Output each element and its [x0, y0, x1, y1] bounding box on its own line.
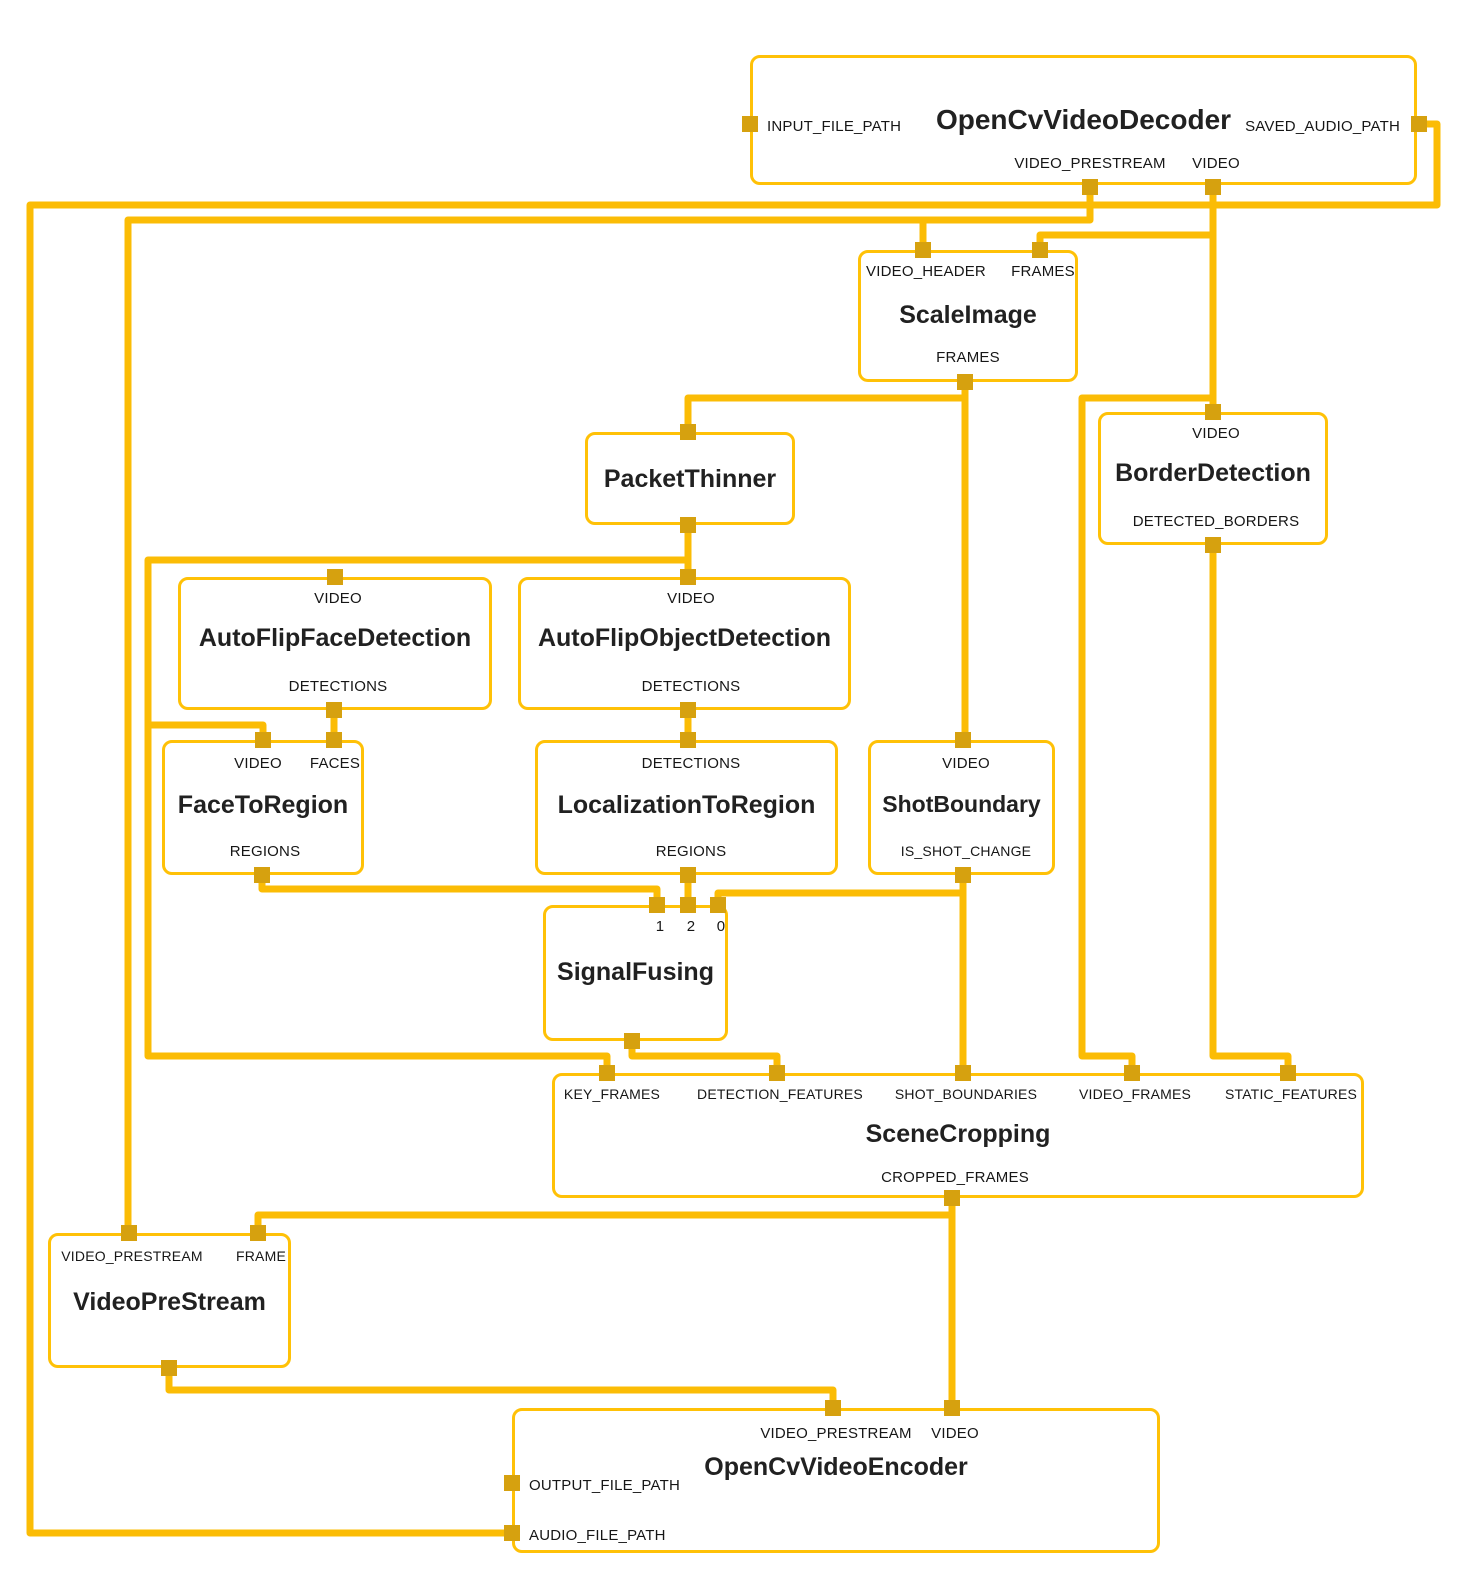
video-pre-stream-video-prestream-label: VIDEO_PRESTREAM: [61, 1248, 203, 1264]
scale-image-title: ScaleImage: [899, 301, 1037, 329]
scene-cropping-video-frames-label: VIDEO_FRAMES: [1078, 1086, 1192, 1102]
scale-image-frames-out-label: FRAMES: [936, 349, 1000, 366]
encoder-audio-file-path-label: AUDIO_FILE_PATH: [529, 1527, 666, 1544]
object-detection-video-label: VIDEO: [667, 590, 715, 607]
shot-boundary-video-label: VIDEO: [942, 755, 990, 772]
node-scale-image[interactable]: VIDEO_HEADER FRAMES ScaleImage FRAMES: [858, 250, 1078, 382]
scene-cropping-shot-boundaries-label: SHOT_BOUNDARIES: [894, 1086, 1038, 1102]
object-detection-detections-label: DETECTIONS: [641, 678, 741, 695]
encoder-video-label: VIDEO: [931, 1425, 979, 1442]
scale-image-video-header-label: VIDEO_HEADER: [866, 263, 986, 280]
scene-cropping-cropped-frames-label: CROPPED_FRAMES: [881, 1169, 1029, 1186]
node-auto-flip-object-detection[interactable]: VIDEO AutoFlipObjectDetection DETECTIONS: [518, 577, 851, 710]
decoder-video-prestream-label: VIDEO_PRESTREAM: [1014, 155, 1166, 172]
face-to-region-video-label: VIDEO: [234, 755, 282, 772]
signal-fusing-input-1-label: 1: [655, 918, 665, 935]
edge-thinned-to-face-to-region-video: [148, 721, 267, 740]
video-pre-stream-frame-label: FRAME: [236, 1248, 286, 1264]
face-detection-video-label: VIDEO: [314, 590, 362, 607]
encoder-video-prestream-label: VIDEO_PRESTREAM: [760, 1425, 912, 1442]
node-localization-to-region[interactable]: DETECTIONS LocalizationToRegion REGIONS: [535, 740, 838, 875]
decoder-input-file-path-label: INPUT_FILE_PATH: [767, 118, 902, 135]
node-auto-flip-face-detection[interactable]: VIDEO AutoFlipFaceDetection DETECTIONS: [178, 577, 492, 710]
signal-fusing-input-0-label: 0: [716, 918, 726, 935]
edge-cropped-to-frame: [254, 1211, 952, 1233]
scene-cropping-detection-features-label: DETECTION_FEATURES: [697, 1086, 863, 1102]
decoder-saved-audio-path-label: SAVED_AUDIO_PATH: [1245, 118, 1400, 135]
localization-to-region-title: LocalizationToRegion: [557, 791, 816, 819]
encoder-output-file-path-label: OUTPUT_FILE_PATH: [529, 1477, 681, 1494]
edge-borders-to-static-features: [1209, 545, 1292, 1073]
face-to-region-title: FaceToRegion: [177, 791, 349, 819]
node-opencv-video-decoder[interactable]: INPUT_FILE_PATH OpenCvVideoDecoder SAVED…: [750, 55, 1417, 185]
signal-fusing-input-2-label: 2: [686, 918, 696, 935]
face-to-region-regions-label: REGIONS: [229, 843, 301, 860]
edge-video-to-scale-image-frames: [1036, 231, 1213, 250]
face-detection-title: AutoFlipFaceDetection: [198, 624, 472, 652]
face-detection-detections-label: DETECTIONS: [288, 678, 388, 695]
edge-face-regions-to-fusing-1: [258, 875, 661, 905]
node-scene-cropping[interactable]: KEY_FRAMES DETECTION_FEATURES SHOT_BOUND…: [552, 1073, 1364, 1198]
edge-fused-to-detection-features: [628, 1041, 781, 1073]
localization-to-region-detections-label: DETECTIONS: [641, 755, 741, 772]
node-face-to-region[interactable]: VIDEO FACES FaceToRegion REGIONS: [162, 740, 364, 875]
border-detection-detected-borders-label: DETECTED_BORDERS: [1132, 513, 1300, 530]
localization-to-region-regions-label: REGIONS: [655, 843, 727, 860]
packet-thinner-title: PacketThinner: [603, 465, 777, 493]
scale-image-frames-in-label: FRAMES: [1011, 263, 1075, 280]
edge-scaled-frames-to-packet-thinner: [684, 394, 965, 432]
scene-cropping-key-frames-label: KEY_FRAMES: [563, 1086, 661, 1102]
border-detection-title: BorderDetection: [1115, 459, 1311, 487]
scene-cropping-title: SceneCropping: [865, 1120, 1051, 1148]
video-pre-stream-title: VideoPreStream: [73, 1288, 266, 1316]
node-packet-thinner[interactable]: PacketThinner: [585, 432, 795, 525]
shot-boundary-title: ShotBoundary: [882, 791, 1041, 817]
encoder-title: OpenCvVideoEncoder: [704, 1453, 968, 1481]
decoder-title: OpenCvVideoDecoder: [935, 104, 1232, 135]
node-video-pre-stream[interactable]: VIDEO_PRESTREAM FRAME VideoPreStream: [48, 1233, 291, 1368]
node-signal-fusing[interactable]: 1 2 0 SignalFusing: [543, 905, 728, 1041]
shot-boundary-is-shot-change-label: IS_SHOT_CHANGE: [900, 843, 1032, 859]
node-border-detection[interactable]: VIDEO BorderDetection DETECTED_BORDERS: [1098, 412, 1328, 545]
signal-fusing-title: SignalFusing: [557, 958, 714, 986]
node-opencv-video-encoder[interactable]: VIDEO_PRESTREAM VIDEO OpenCvVideoEncoder…: [512, 1408, 1160, 1553]
decoder-video-label: VIDEO: [1192, 155, 1240, 172]
edge-prestream-out-to-encoder: [165, 1368, 837, 1408]
scene-cropping-static-features-label: STATIC_FEATURES: [1224, 1086, 1358, 1102]
face-to-region-faces-label: FACES: [309, 755, 361, 772]
node-shot-boundary[interactable]: VIDEO ShotBoundary IS_SHOT_CHANGE: [868, 740, 1055, 875]
object-detection-title: AutoFlipObjectDetection: [537, 624, 832, 652]
border-detection-video-label: VIDEO: [1192, 425, 1240, 442]
edge-shot-change-to-fusing-0: [714, 889, 963, 905]
